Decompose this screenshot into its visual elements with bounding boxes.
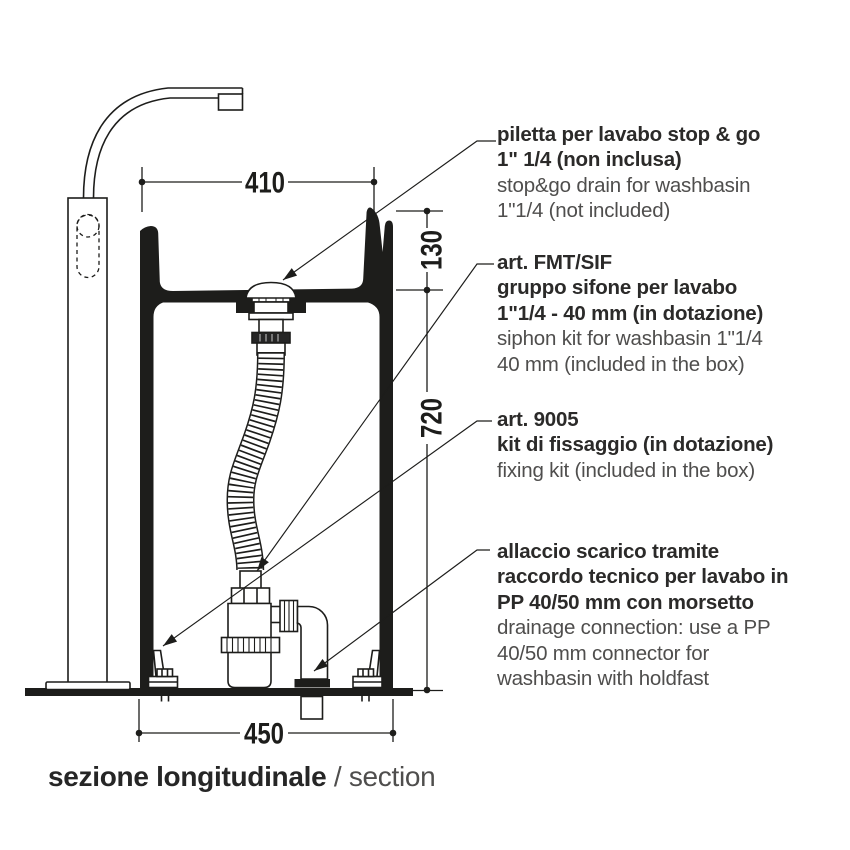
arrowhead xyxy=(283,268,298,280)
annotation-line: art. 9005 xyxy=(497,408,579,431)
annotation-line: PP 40/50 mm con morsetto xyxy=(497,590,754,614)
annotation-drain-plug: piletta per lavabo stop & go 1" 1/4 (non… xyxy=(497,122,837,224)
annotation-line: 1"1/4 - 40 mm (in dotazione) xyxy=(497,301,764,325)
dimension-label-130: 130 xyxy=(414,230,448,270)
arrowhead xyxy=(163,634,178,646)
dimension-720 xyxy=(413,290,443,694)
annotation-line: art. FMT/SIF xyxy=(497,251,612,274)
annotation-line: kit di fissaggio (in dotazione) xyxy=(497,433,774,457)
leader-fixing-kit xyxy=(162,420,492,647)
leader-drain-plug xyxy=(282,140,496,281)
siphon xyxy=(220,570,330,720)
dimension-label-450: 450 xyxy=(244,716,284,750)
annotation-line: allaccio scarico tramite xyxy=(497,540,719,563)
annotation-line: stop&go drain for washbasin xyxy=(497,173,751,197)
annotation-line: 40 mm (included in the box) xyxy=(497,352,745,376)
arrowhead xyxy=(257,556,269,571)
dimension-410 xyxy=(138,167,378,212)
annotation-fixing-kit: art. 9005 kit di fissaggio (in dotazione… xyxy=(497,407,837,483)
caption-italian: sezione longitudinale xyxy=(48,761,327,792)
dimension-450 xyxy=(135,699,397,742)
floor-flange xyxy=(294,679,330,688)
basin-body-section xyxy=(140,207,393,689)
annotation-line: drainage connection: use a PP xyxy=(497,616,771,640)
drain-dome xyxy=(245,281,297,299)
dimension-label-720: 720 xyxy=(414,398,448,438)
drain-elbow xyxy=(296,605,329,680)
caption-english: / section xyxy=(326,761,436,792)
annotation-siphon-kit: art. FMT/SIF gruppo sifone per lavabo 1"… xyxy=(497,250,837,377)
fixing-bracket-right xyxy=(352,649,383,702)
drawing-caption: sezione longitudinale / section xyxy=(48,761,436,793)
annotation-line: piletta per lavabo stop & go xyxy=(497,123,761,146)
faucet-spout-head xyxy=(217,93,244,111)
leader-siphon xyxy=(256,263,494,572)
faucet-column xyxy=(67,197,108,684)
floor-line xyxy=(25,688,413,696)
arrowhead xyxy=(314,658,328,671)
flexible-hose xyxy=(226,351,285,571)
drain-plug xyxy=(245,281,297,356)
fixing-bracket-left xyxy=(147,649,179,702)
leader-drain-connection xyxy=(313,549,490,672)
annotation-line: fixing kit (included in the box) xyxy=(497,458,755,482)
faucet-base-plate xyxy=(45,681,131,691)
siphon-inlet-nut xyxy=(230,587,271,605)
annotation-line: 1"1/4 (not included) xyxy=(497,199,671,223)
annotation-line: washbasin with holdfast xyxy=(497,667,709,691)
below-floor-pipe xyxy=(300,695,324,720)
annotation-line: 1" 1/4 (non inclusa) xyxy=(497,148,682,172)
annotation-line: 40/50 mm connector for xyxy=(497,641,710,665)
faucet-handle-outline xyxy=(76,213,100,279)
leader-lines xyxy=(162,140,496,672)
faucet xyxy=(67,87,244,684)
faucet-spout xyxy=(82,87,244,199)
annotation-drainage-connection: allaccio scarico tramite raccordo tecnic… xyxy=(497,539,837,691)
annotation-line: siphon kit for washbasin 1"1/4 xyxy=(497,327,763,351)
drain-knurled-nut xyxy=(251,331,291,344)
dimension-label-410: 410 xyxy=(245,165,285,199)
annotation-line: raccordo tecnico per lavabo in xyxy=(497,565,789,589)
dimension-130 xyxy=(396,207,443,294)
annotation-line: gruppo sifone per lavabo xyxy=(497,276,738,300)
